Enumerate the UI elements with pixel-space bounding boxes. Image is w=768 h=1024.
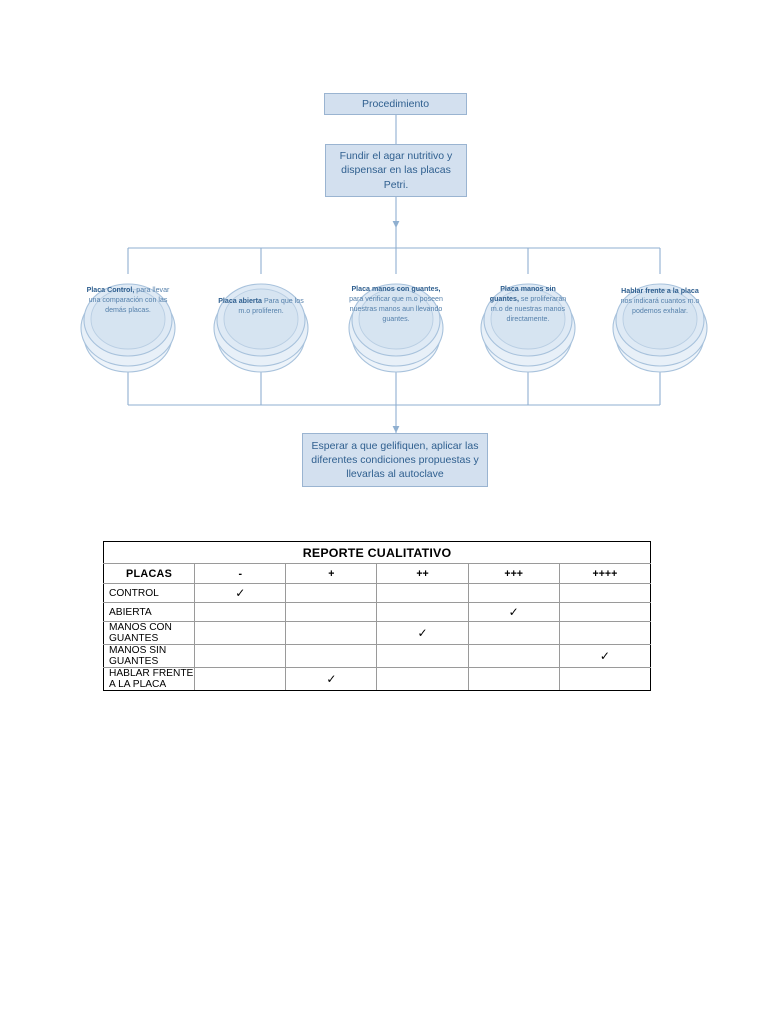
table-header-col-0: - — [194, 563, 287, 584]
petri-dish-icon — [612, 283, 708, 373]
row-label-manos-sin-guantes: MANOS SIN GUANTES — [102, 644, 196, 668]
table-header-col-4: ++++ — [558, 563, 652, 584]
cell-manos-sin-guantes-2 — [376, 644, 469, 668]
petri-dish-hablar-frente-a-la-placa: Hablar frente a la placa nos indicará cu… — [608, 270, 712, 376]
petri-dish-placa-control: Placa Control, para llevar una comparaci… — [76, 270, 180, 376]
cell-hablar-4 — [558, 667, 652, 691]
table-row: MANOS SIN GUANTES ✓ — [102, 644, 652, 668]
cell-manos-con-guantes-3 — [467, 621, 560, 645]
flow-box-esperar-gelifiquen: Esperar a que gelifiquen, aplicar las di… — [302, 433, 488, 487]
cell-hablar-1: ✓ — [285, 667, 378, 691]
table-row: HABLAR FRENTE A LA PLACA ✓ — [102, 667, 652, 691]
cell-abierta-3: ✓ — [467, 602, 560, 622]
cell-manos-sin-guantes-1 — [285, 644, 378, 668]
petri-dish-placa-manos-sin-guantes: Placa manos sin guantes, se proliferarán… — [476, 270, 580, 376]
table-header-col-3: +++ — [467, 563, 560, 584]
cell-abierta-2 — [376, 602, 469, 622]
cell-abierta-4 — [558, 602, 652, 622]
row-label-manos-con-guantes: MANOS CON GUANTES — [102, 621, 196, 645]
cell-hablar-0 — [194, 667, 287, 691]
cell-abierta-1 — [285, 602, 378, 622]
cell-control-2 — [376, 583, 469, 603]
table-header-col-2: ++ — [376, 563, 469, 584]
table-row: CONTROL ✓ — [102, 583, 652, 603]
cell-hablar-2 — [376, 667, 469, 691]
cell-manos-con-guantes-1 — [285, 621, 378, 645]
flow-box-fundir-agar: Fundir el agar nutritivo y dispensar en … — [325, 144, 467, 197]
table-title: REPORTE CUALITATIVO — [103, 541, 651, 564]
petri-dish-placa-manos-con-guantes: Placa manos con guantes, para verificar … — [344, 270, 448, 376]
cell-manos-sin-guantes-3 — [467, 644, 560, 668]
row-label-hablar-frente-a-la-placa: HABLAR FRENTE A LA PLACA — [102, 667, 196, 691]
table-row: ABIERTA ✓ — [102, 602, 652, 622]
table-header-row: PLACAS - + ++ +++ ++++ — [102, 563, 652, 584]
table-header-placas: PLACAS — [102, 563, 196, 584]
table-header-col-1: + — [285, 563, 378, 584]
cell-manos-con-guantes-0 — [194, 621, 287, 645]
table-row: MANOS CON GUANTES ✓ — [102, 621, 652, 645]
cell-control-3 — [467, 583, 560, 603]
flow-box-procedimiento: Procedimiento — [324, 93, 467, 115]
petri-dish-icon — [80, 283, 176, 373]
table-body: REPORTE CUALITATIVO PLACAS - + ++ +++ ++… — [102, 541, 652, 691]
cell-abierta-0 — [194, 602, 287, 622]
cell-control-0: ✓ — [194, 583, 287, 603]
cell-manos-sin-guantes-4: ✓ — [558, 644, 652, 668]
table-title-row: REPORTE CUALITATIVO — [103, 541, 651, 564]
cell-manos-sin-guantes-0 — [194, 644, 287, 668]
petri-dish-icon — [348, 283, 444, 373]
petri-dish-placa-abierta: Placa abierta Para que los m.o prolifere… — [209, 270, 313, 376]
reporte-cualitativo-table: REPORTE CUALITATIVO PLACAS - + ++ +++ ++… — [102, 541, 652, 691]
cell-control-1 — [285, 583, 378, 603]
petri-dish-icon — [480, 283, 576, 373]
row-label-control: CONTROL — [102, 583, 196, 603]
petri-dish-icon — [213, 283, 309, 373]
cell-manos-con-guantes-4 — [558, 621, 652, 645]
row-label-abierta: ABIERTA — [102, 602, 196, 622]
cell-control-4 — [558, 583, 652, 603]
cell-hablar-3 — [467, 667, 560, 691]
cell-manos-con-guantes-2: ✓ — [376, 621, 469, 645]
